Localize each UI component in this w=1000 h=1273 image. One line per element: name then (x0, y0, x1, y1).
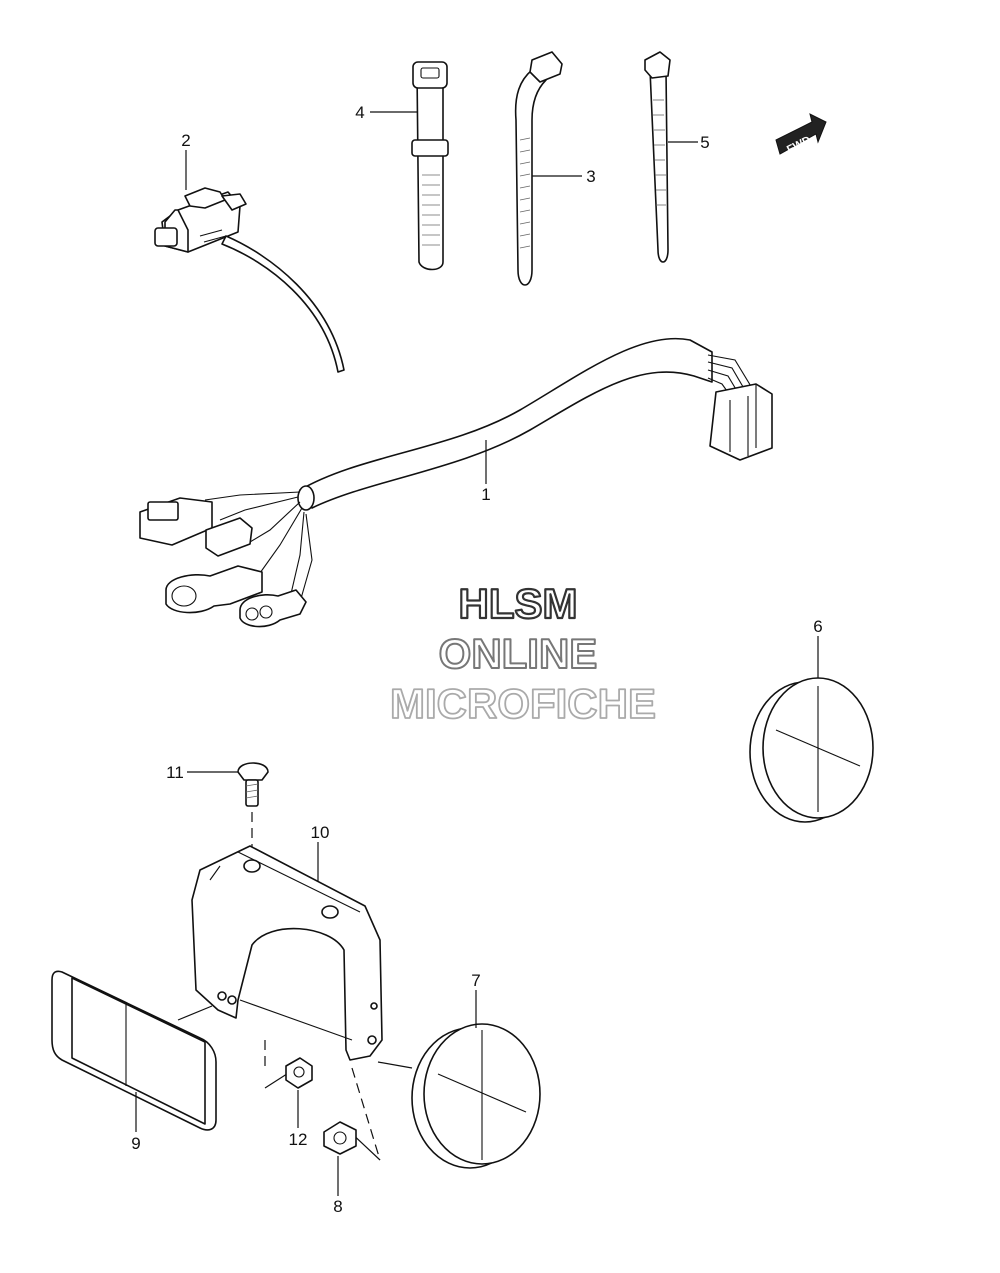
part-7-round-reflector[interactable] (411, 1023, 541, 1169)
part-6-round-reflector[interactable] (749, 677, 874, 823)
watermark-line-1: HLSM (459, 580, 578, 627)
part-5-cable-tie[interactable] (644, 51, 671, 263)
watermark-line-2: ONLINE (439, 630, 598, 677)
callout-4: 4 (355, 103, 364, 122)
callout-7: 7 (471, 971, 480, 990)
callout-6: 6 (813, 617, 822, 636)
part-8-nut[interactable] (323, 1121, 357, 1155)
watermark: HLSM ONLINE MICROFICHE (389, 579, 657, 728)
part-4-strap[interactable] (411, 61, 449, 271)
part-12-nut[interactable] (285, 1057, 313, 1089)
part-9-rect-reflector[interactable] (51, 970, 217, 1131)
callout-3: 3 (586, 167, 595, 186)
callout-12: 12 (289, 1130, 308, 1149)
callout-10: 10 (311, 823, 330, 842)
part-11-screw[interactable] (237, 762, 269, 860)
part-3-clamp-band[interactable] (514, 51, 563, 286)
callout-11: 11 (166, 763, 184, 782)
callout-9: 9 (131, 1134, 140, 1153)
part-2-switch[interactable] (154, 187, 345, 373)
callout-1: 1 (481, 485, 490, 504)
callout-8: 8 (333, 1197, 342, 1216)
callout-5: 5 (700, 133, 709, 152)
watermark-line-3: MICROFICHE (390, 680, 656, 727)
forward-arrow-icon: FWD (775, 113, 827, 156)
leader-lines (135, 111, 819, 1196)
callout-labels: 2 4 3 5 1 6 11 10 7 9 12 8 (131, 103, 822, 1216)
callout-2: 2 (181, 131, 190, 150)
part-1-wiring-harness[interactable] (139, 337, 773, 628)
part-10-bracket[interactable] (177, 845, 413, 1161)
